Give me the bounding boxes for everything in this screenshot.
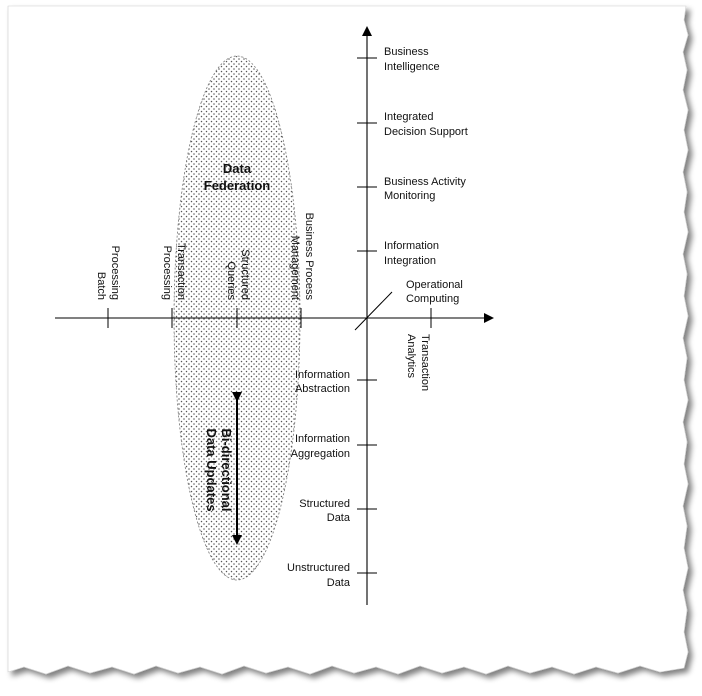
label-information-integration-1: Information: [384, 240, 439, 252]
label-business-process-1: Business Process: [303, 213, 315, 301]
label-operational-computing-2: Computing: [406, 293, 459, 305]
label-business-activity-2: Monitoring: [384, 190, 435, 202]
paper-sheet: [7, 5, 689, 675]
label-information-aggregation-1: Information: [295, 433, 350, 445]
label-structured-queries-2: Queries: [225, 261, 237, 300]
label-structured-data-1: Structured: [299, 498, 350, 510]
label-batch-processing-1: Batch: [95, 272, 107, 300]
vertical-up-labels: Business Intelligence Integrated Decisio…: [384, 46, 468, 267]
vertical-ticks: [357, 57, 377, 574]
label-information-aggregation-2: Aggregation: [291, 448, 350, 460]
title-data: Data: [223, 161, 252, 176]
label-unstructured-data-2: Data: [327, 577, 351, 589]
label-structured-queries-1: Structured: [239, 249, 251, 300]
label-transaction-processing-1: Transaction: [175, 243, 187, 300]
horizontal-right-labels: Transaction Analytics: [405, 334, 431, 391]
label-transaction-analytics-2: Analytics: [405, 334, 417, 379]
label-operational-computing-1: Operational: [406, 279, 463, 291]
label-transaction-processing-2: Processing: [161, 246, 173, 300]
ellipse-title: Data Federation: [204, 161, 271, 193]
label-information-abstraction-1: Information: [295, 369, 350, 381]
label-unstructured-data-1: Unstructured: [287, 562, 350, 574]
label-integrated-decision-2: Decision Support: [384, 126, 468, 138]
horizontal-left-labels: Batch Processing Transaction Processing …: [95, 213, 315, 301]
label-batch-processing-2: Processing: [109, 246, 121, 300]
diagonal-labels: Operational Computing: [406, 279, 463, 305]
label-business-process-2: Management: [289, 236, 301, 300]
label-integrated-decision-1: Integrated: [384, 111, 434, 123]
bidirectional-labels: Bi-directional Data Updates: [204, 428, 234, 511]
label-business-intelligence-2: Intelligence: [384, 61, 440, 73]
title-federation: Federation: [204, 178, 271, 193]
diagonal-axis: [354, 291, 393, 331]
label-transaction-analytics-1: Transaction: [419, 334, 431, 391]
label-bidirectional-1: Bi-directional: [219, 428, 234, 511]
label-business-intelligence-1: Business: [384, 46, 429, 58]
label-information-integration-2: Integration: [384, 255, 436, 267]
vertical-down-labels: Information Abstraction Information Aggr…: [287, 369, 351, 589]
horizontal-ticks: [107, 308, 432, 328]
label-information-abstraction-2: Abstraction: [295, 383, 350, 395]
label-bidirectional-2: Data Updates: [204, 428, 219, 511]
label-business-activity-1: Business Activity: [384, 176, 466, 188]
label-structured-data-2: Data: [327, 512, 351, 524]
